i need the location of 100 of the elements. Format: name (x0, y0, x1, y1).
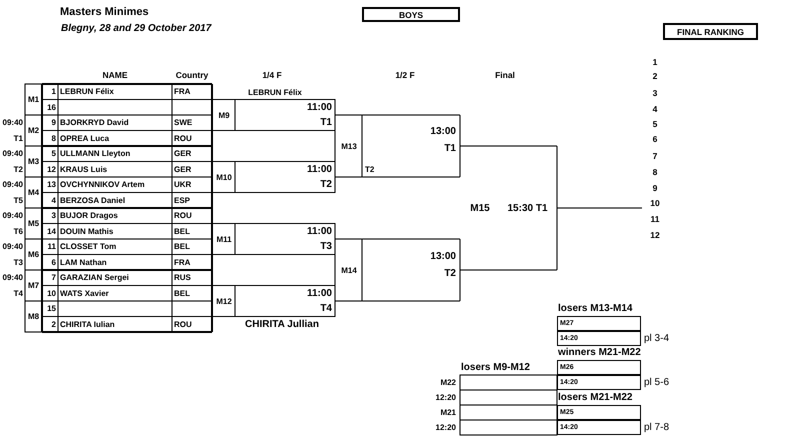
seed-number: 3 (50, 210, 57, 222)
match-schedule-label: 09:40 (2, 179, 24, 192)
country-code: ROU (173, 318, 193, 331)
round-header: 1/2 F (394, 68, 416, 81)
rank-number: 1 (652, 56, 658, 69)
seed-number: 10 (46, 288, 57, 300)
rank-number: 7 (652, 150, 658, 163)
match-schedule-label: T1 (12, 132, 24, 145)
player-name: CHIRITA Iulian (59, 318, 116, 331)
rank-number: 5 (652, 118, 658, 131)
winner-name: LEBRUN Félix (247, 87, 303, 99)
seed-number: 4 (50, 194, 57, 207)
country-code: UKR (173, 179, 192, 192)
country-code: GER (173, 164, 192, 176)
country-code: RUS (173, 272, 192, 284)
match-number: M5 (26, 218, 40, 230)
match-time: 11:00 (306, 162, 333, 177)
player-name: OVCHYNNIKOV Artem (59, 179, 146, 192)
match-schedule-label: 09:40 (2, 241, 24, 254)
match-number: M13 (340, 140, 358, 152)
match-number: M14 (340, 264, 358, 276)
match-number: M9 (217, 110, 231, 122)
match-number: M12 (215, 296, 233, 308)
country-code: ESP (173, 194, 192, 207)
country-code: SWE (173, 117, 194, 130)
seed-number: 7 (50, 272, 57, 284)
match-number: M10 (215, 172, 233, 184)
seed-number: 5 (50, 148, 57, 160)
rank-number: 9 (652, 182, 658, 195)
match-schedule-label: T3 (12, 256, 24, 269)
match-time: 11:00 (306, 224, 333, 239)
match-number: M4 (26, 187, 40, 199)
seed-number: 8 (50, 132, 57, 145)
rank-number: 6 (652, 133, 658, 146)
match-schedule-label: 09:40 (2, 272, 24, 284)
player-name: ULLMANN Lleyton (59, 148, 132, 160)
match-number: M11 (215, 234, 233, 246)
match-number: M6 (26, 249, 40, 261)
player-name: LAM Nathan (59, 256, 108, 269)
column-header: Country (174, 68, 210, 81)
seed-number: 6 (50, 256, 57, 269)
table-number: T1 (443, 142, 457, 155)
table-number: T4 (319, 302, 333, 316)
country-code: FRA (173, 256, 192, 269)
table-number: T2 (319, 178, 333, 192)
match-time: 12:20 (434, 422, 457, 434)
table-number: T3 (319, 240, 333, 254)
winner-name: CHIRITA Jullian (244, 318, 320, 331)
seed-number: 15 (46, 303, 57, 316)
table-number: T1 (319, 116, 333, 130)
match-number: M15 (469, 202, 491, 215)
seed-number: 1 (50, 86, 57, 98)
round-header: Final (494, 68, 516, 81)
match-schedule-label: T2 (12, 164, 24, 176)
match-number: M21 (439, 407, 457, 419)
country-code: ROU (173, 210, 193, 222)
rank-number: 8 (652, 166, 658, 179)
country-code: ROU (173, 132, 193, 145)
player-name: GARAZIAN Sergei (59, 272, 130, 284)
match-time: 11:00 (306, 100, 333, 115)
player-name: BJORKRYD David (59, 117, 130, 130)
group-heading: losers M13-M14 (557, 302, 634, 315)
country-code: BEL (173, 226, 191, 238)
match-time: 15:30 T1 (506, 202, 549, 215)
ranking-heading: FINAL RANKING (663, 23, 758, 40)
place-label: pl 7-8 (643, 421, 670, 435)
title: Masters Minimes (60, 6, 149, 18)
match-number: M2 (26, 125, 40, 137)
table-number: T2 (443, 266, 457, 280)
rank-number: 12 (649, 229, 661, 242)
player-name: LEBRUN Félix (59, 86, 115, 98)
seed-number: 2 (50, 318, 57, 331)
match-schedule-label: 09:40 (2, 148, 24, 160)
match-time: 12:20 (434, 392, 457, 404)
country-code: BEL (173, 241, 191, 254)
match-time: 11:00 (306, 286, 333, 301)
column-header: NAME (101, 68, 129, 81)
player-name: WATS Xavier (59, 288, 110, 300)
rank-number: 3 (652, 87, 658, 100)
seed-number: 14 (46, 226, 57, 238)
match-schedule-label: 09:40 (2, 117, 24, 130)
seed-number: 12 (46, 164, 57, 176)
rank-number: 11 (650, 213, 660, 226)
seed-number: 13 (46, 179, 57, 192)
match-time: 13:00 (429, 250, 457, 263)
match-schedule-label: T5 (12, 194, 24, 207)
place-label: pl 5-6 (643, 376, 670, 390)
group-heading: losers M21-M22 (557, 391, 634, 405)
group-heading: losers M9-M12 (460, 361, 531, 375)
seed-number: 11 (46, 241, 57, 254)
subtitle: Blegny, 28 and 29 October 2017 (60, 22, 213, 35)
player-name: BUJOR Dragos (59, 210, 119, 222)
country-code: BEL (173, 288, 191, 300)
player-name: KRAUS Luis (59, 164, 108, 176)
seed-number: 9 (50, 117, 57, 130)
section-label: BOYS (362, 7, 460, 22)
round-header: 1/4 F (261, 68, 283, 81)
match-number: M7 (26, 280, 40, 292)
match-number: M22 (439, 377, 457, 389)
country-code: GER (173, 148, 192, 160)
